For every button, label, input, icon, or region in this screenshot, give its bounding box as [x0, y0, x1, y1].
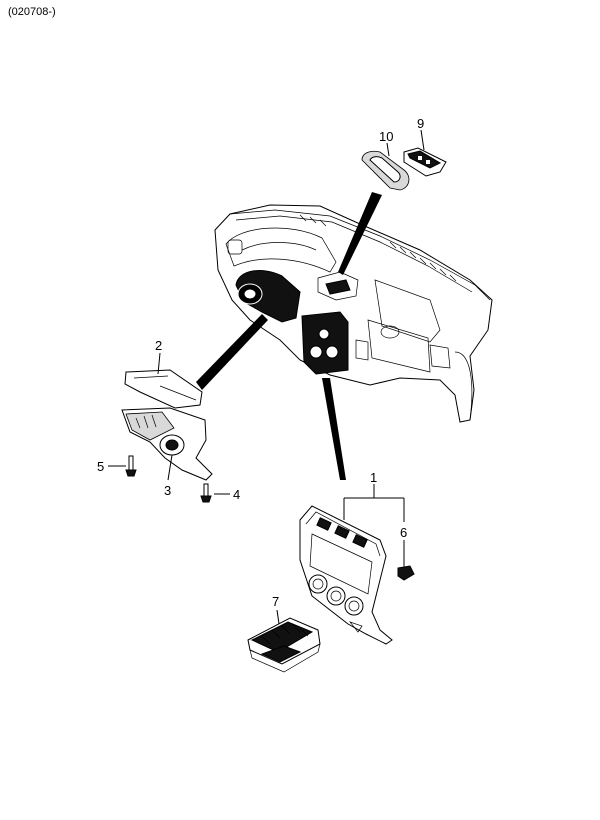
callout-7: 7: [272, 594, 279, 609]
part-10-vent-bezel[interactable]: [361, 150, 410, 191]
leader-lines: [108, 129, 425, 625]
dashboard-assembly: [214, 204, 493, 423]
part-2-upper-column-shroud[interactable]: [124, 369, 203, 409]
part-5-screw[interactable]: [125, 455, 137, 477]
callout-10: 10: [379, 129, 393, 144]
callout-4: 4: [233, 487, 240, 502]
callout-6: 6: [400, 525, 407, 540]
callout-5: 5: [97, 459, 104, 474]
part-6-clip[interactable]: [397, 556, 415, 581]
part-4-screw[interactable]: [200, 483, 212, 503]
part-3-lower-column-shroud[interactable]: [121, 407, 213, 481]
callout-1: 1: [370, 470, 377, 485]
pointer-to-vent: [338, 192, 382, 275]
callout-3: 3: [164, 483, 171, 498]
callout-9: 9: [417, 116, 424, 131]
callout-2: 2: [155, 338, 162, 353]
part-9-switch[interactable]: [403, 147, 447, 177]
part-7-storage-tray[interactable]: [247, 617, 321, 673]
pointer-to-column-cover: [196, 314, 268, 390]
pointer-to-center-panel: [322, 378, 346, 480]
part-1-center-fascia-panel[interactable]: [299, 505, 393, 645]
diagram-code-label: (020708-): [8, 6, 56, 18]
